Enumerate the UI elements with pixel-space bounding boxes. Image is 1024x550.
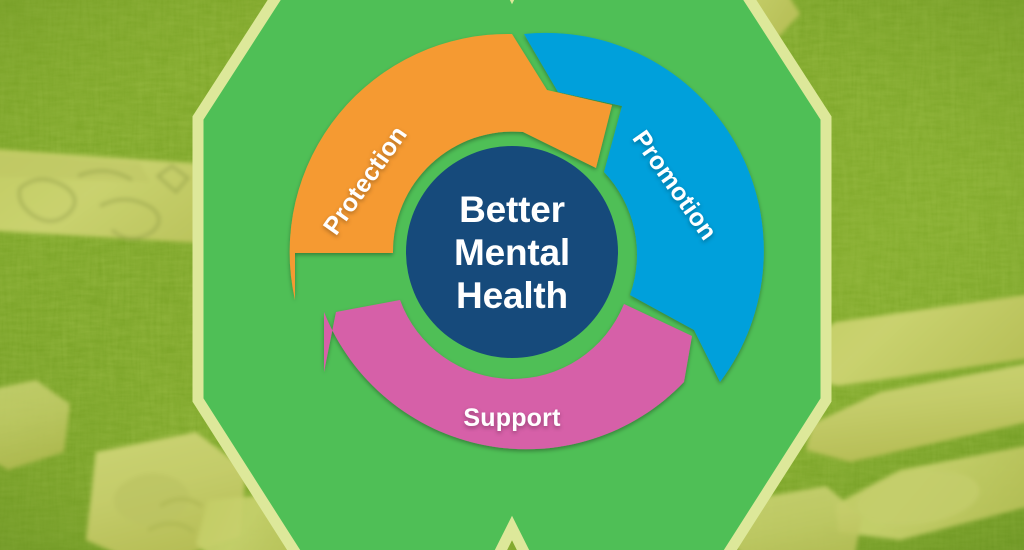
center-line-2: Mental — [454, 232, 570, 273]
segment-promotion[interactable] — [524, 32, 764, 383]
segment-support[interactable] — [324, 300, 692, 450]
center-circle[interactable]: Better Mental Health — [406, 146, 618, 358]
segment-label-support: Support — [463, 404, 561, 432]
center-line-3: Health — [456, 275, 568, 316]
hexagon-border — [192, 0, 832, 550]
segment-ring — [289, 32, 764, 450]
segment-protection[interactable] — [289, 33, 612, 301]
center-line-1: Better — [459, 189, 565, 230]
center-circle-fill — [406, 146, 618, 358]
